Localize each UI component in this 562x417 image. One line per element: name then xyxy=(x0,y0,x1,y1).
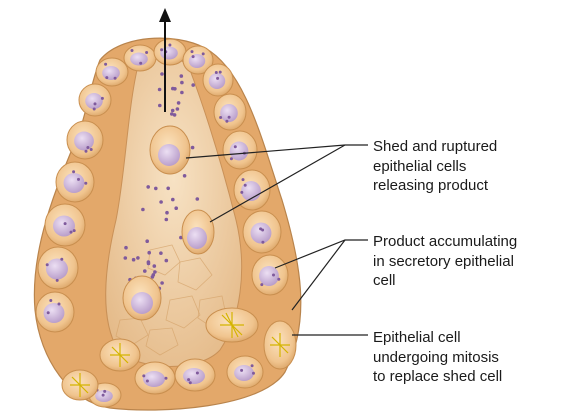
label-mitosis-line-2: undergoing mitosis xyxy=(373,348,499,366)
shed-cell-1 xyxy=(149,125,191,175)
wall-cell xyxy=(95,57,129,87)
label-product-accumulating: Product accumulating in secretory epithe… xyxy=(373,232,517,291)
wall-cell xyxy=(35,291,75,333)
wall-cell xyxy=(66,120,104,160)
wall-cell xyxy=(242,210,282,254)
secretory-granules xyxy=(45,43,281,397)
wall-cell xyxy=(213,93,247,131)
up-arrow-icon xyxy=(159,8,171,112)
mitotic-spindle-icon xyxy=(220,312,244,338)
wall-cell xyxy=(134,361,176,395)
label-shed-line-3: releasing product xyxy=(373,177,489,194)
mitotic-cell-4 xyxy=(61,369,99,401)
wall-cell xyxy=(233,169,271,211)
label-accum-line-2: in secretory epithelial xyxy=(373,252,514,270)
wall-cell xyxy=(174,358,216,392)
wall-cell xyxy=(123,44,157,72)
leader-lines xyxy=(185,144,368,336)
wall-cell xyxy=(55,161,95,203)
label-mitosis-line-1: Epithelial cell xyxy=(373,329,461,346)
label-accum-line-3: cell xyxy=(373,272,396,289)
label-accum-line-1: Product accumulating xyxy=(373,233,518,250)
shed-cell-3 xyxy=(122,275,162,321)
mitotic-cell-1 xyxy=(205,307,259,343)
label-mitosis: Epithelial cell undergoing mitosis to re… xyxy=(373,328,502,387)
wall-cell xyxy=(202,63,234,97)
wall-cell xyxy=(251,254,289,296)
wall-cell xyxy=(37,246,79,290)
label-mitosis-line-3: to replace shed cell xyxy=(373,368,503,385)
wall-cell xyxy=(222,130,258,170)
mitotic-cell-2 xyxy=(263,320,297,370)
label-shed-line-1: Shed and ruptured xyxy=(373,138,498,155)
wall-cell xyxy=(153,38,187,66)
wall-cell xyxy=(226,355,264,389)
mitotic-cell-3 xyxy=(99,338,141,372)
shed-cell-2 xyxy=(181,209,215,255)
wall-cell xyxy=(78,83,112,117)
label-shed-line-2: epithelial cells xyxy=(373,157,467,175)
label-shed-cells: Shed and ruptured epithelial cells relea… xyxy=(373,137,497,196)
